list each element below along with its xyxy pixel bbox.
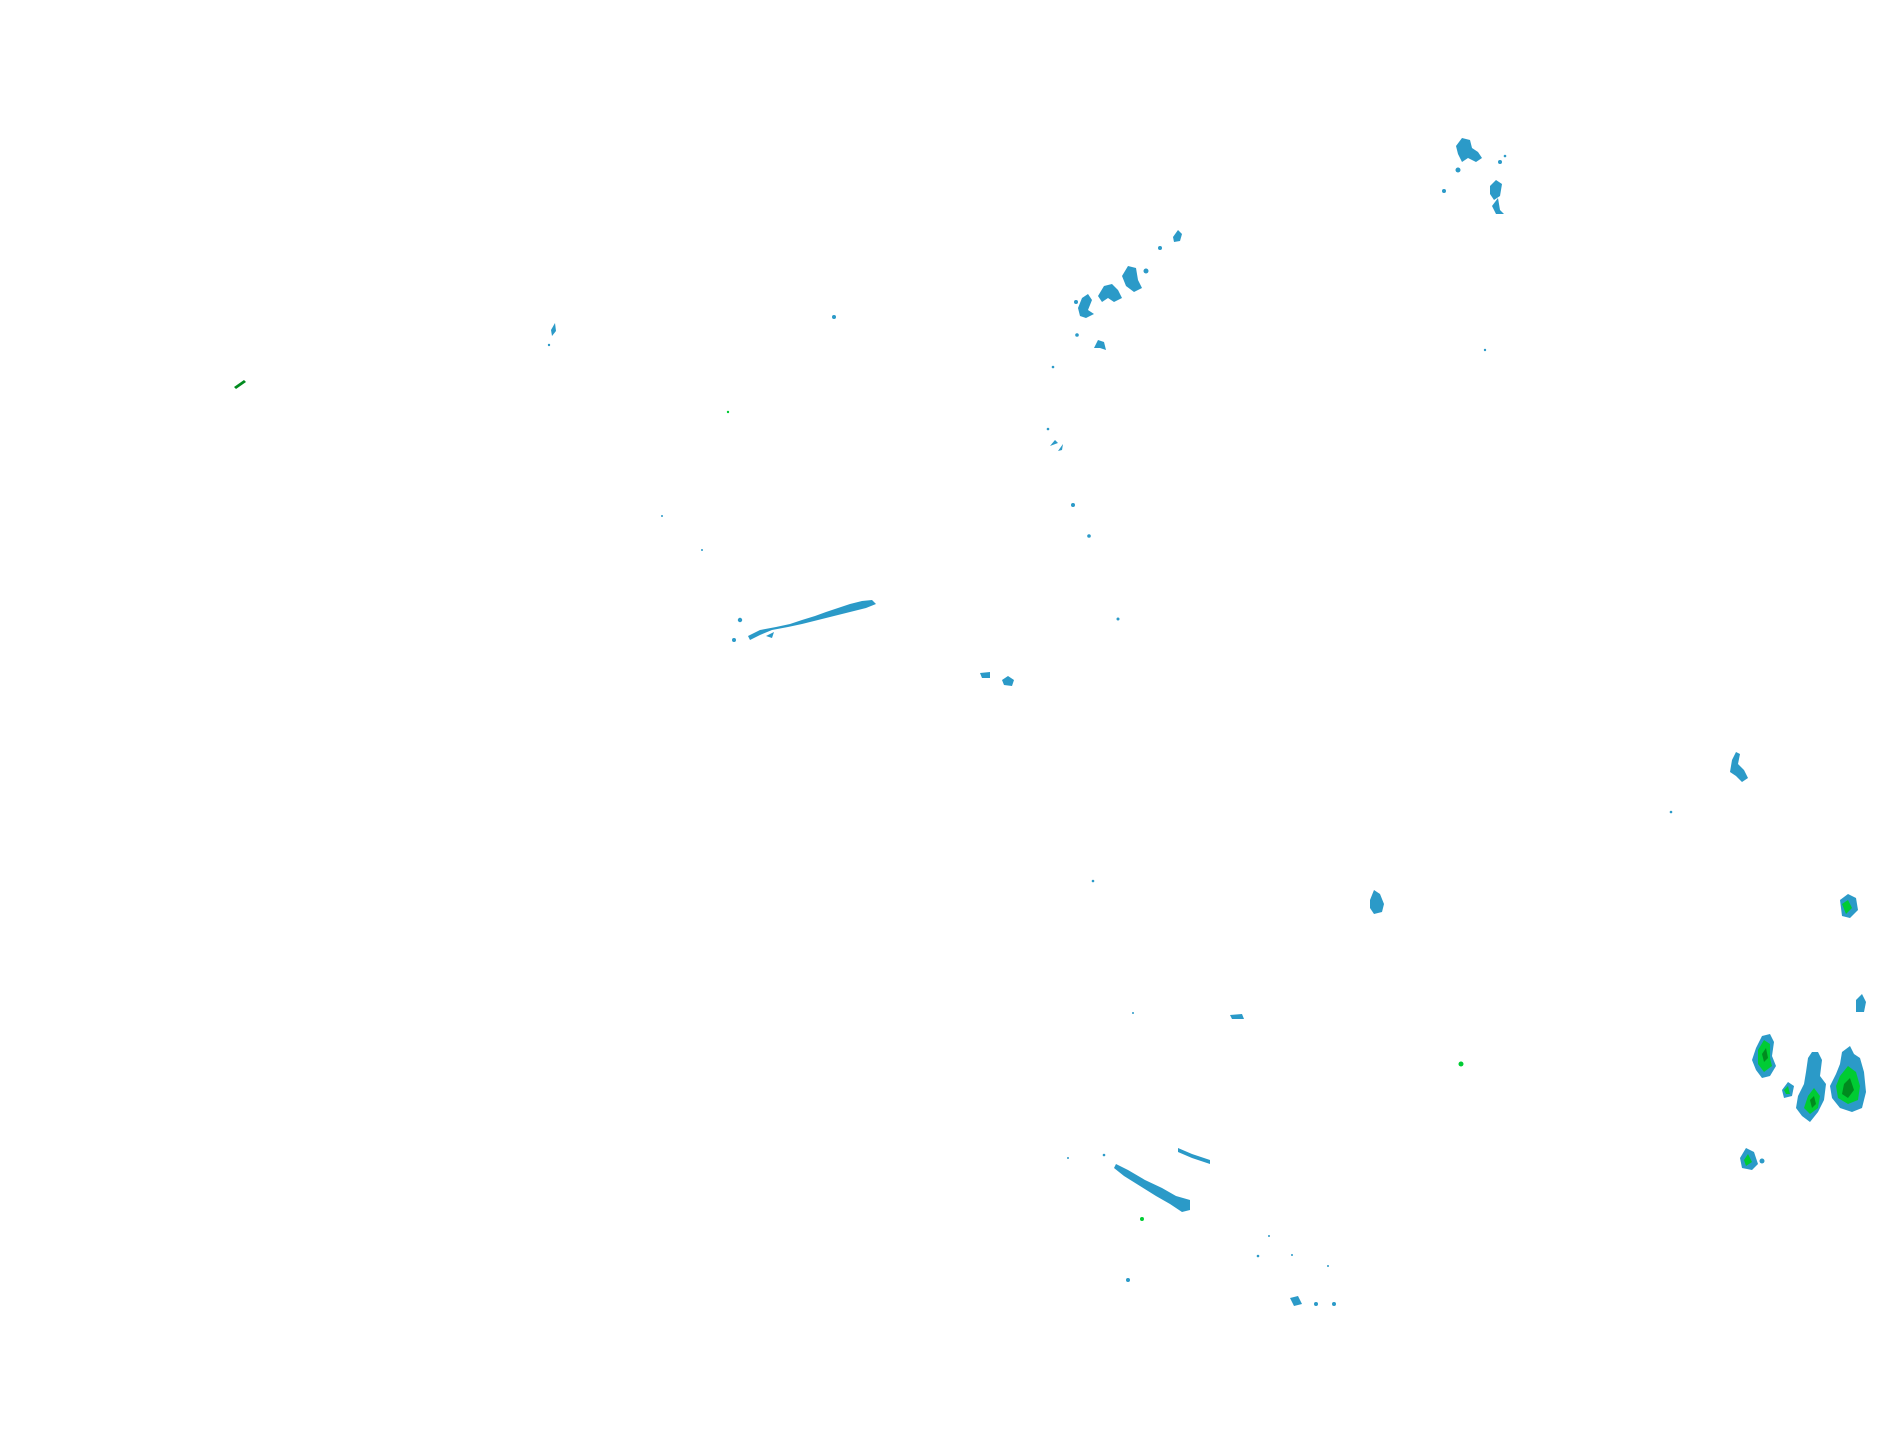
echo-blob	[1230, 1014, 1244, 1019]
echo-dot	[1314, 1302, 1318, 1306]
echo-blob	[1078, 294, 1094, 318]
echo-cell-core	[1810, 1096, 1816, 1108]
echo-blob	[1050, 440, 1058, 446]
echo-band-south	[1067, 1014, 1336, 1306]
echo-dot	[1067, 1157, 1069, 1159]
echo-blob	[980, 672, 990, 678]
echo-dot	[1759, 1158, 1765, 1164]
echo-blob	[1058, 444, 1063, 451]
echo-blob	[1002, 676, 1014, 686]
echo-cell-core	[1842, 1078, 1854, 1098]
echo-dot	[1458, 1061, 1464, 1067]
echo-blob	[766, 632, 774, 638]
echo-blob	[1456, 138, 1482, 162]
echo-dot	[547, 343, 551, 347]
echo-blob	[1490, 180, 1502, 200]
echo-dot	[1132, 1012, 1134, 1014]
echo-blob	[1842, 900, 1852, 914]
echo-dot	[1140, 1217, 1144, 1221]
echo-band	[1178, 1148, 1210, 1164]
echo-dot	[1051, 365, 1055, 369]
echo-east-cells	[1140, 752, 1866, 1221]
echo-dot	[1075, 333, 1079, 337]
echo-blob	[1094, 340, 1106, 350]
echo-dot	[1126, 1278, 1130, 1282]
echo-dot	[661, 515, 663, 517]
echo-dot	[1071, 503, 1075, 507]
echo-dot	[832, 315, 836, 319]
echo-dot	[1256, 1254, 1260, 1258]
echo-dot	[737, 617, 743, 623]
echo-blob	[1730, 752, 1748, 782]
echo-blob	[234, 380, 246, 389]
echo-north-cluster	[1074, 230, 1182, 350]
echo-dot	[1327, 1265, 1329, 1267]
echo-east-core	[1752, 1034, 1866, 1122]
echo-dot	[1498, 160, 1502, 164]
echo-dot	[1087, 534, 1091, 538]
echo-dot	[1102, 1153, 1106, 1157]
echo-dot	[1332, 1302, 1336, 1306]
echo-dot	[732, 638, 736, 642]
echo-blob	[551, 323, 556, 336]
echo-scattered-specks	[547, 315, 1673, 1014]
echo-dot	[1268, 1235, 1270, 1237]
echo-blob	[1370, 890, 1384, 914]
echo-dot	[1116, 617, 1120, 621]
echo-cell	[1784, 1086, 1790, 1094]
echo-dot	[1442, 189, 1446, 193]
echo-blob	[1744, 1154, 1752, 1166]
echo-dot	[1291, 1254, 1293, 1256]
echo-blob	[1492, 198, 1504, 214]
echo-blob	[1290, 1296, 1302, 1306]
echo-blob	[1098, 284, 1122, 302]
echo-dot	[1503, 154, 1507, 158]
echo-dot	[726, 410, 730, 414]
echo-dot	[1074, 300, 1078, 304]
echo-dot	[1483, 348, 1487, 352]
echo-dot	[1143, 268, 1149, 274]
echo-band-central	[732, 600, 1014, 686]
echo-dot	[1046, 427, 1050, 431]
echo-band	[748, 600, 876, 640]
echo-nw-speck	[234, 380, 730, 414]
echo-dot	[1669, 810, 1673, 814]
echo-dot	[701, 549, 703, 551]
echo-dot	[1455, 167, 1461, 173]
echo-cell-core	[1762, 1048, 1768, 1062]
echo-blob	[1122, 266, 1142, 292]
echo-band	[1114, 1164, 1190, 1212]
echo-dot	[1158, 246, 1162, 250]
echo-northeast-cluster	[1442, 138, 1507, 214]
echo-blob	[1173, 230, 1182, 242]
echo-dot	[1091, 879, 1095, 883]
echo-blob	[1856, 994, 1866, 1012]
